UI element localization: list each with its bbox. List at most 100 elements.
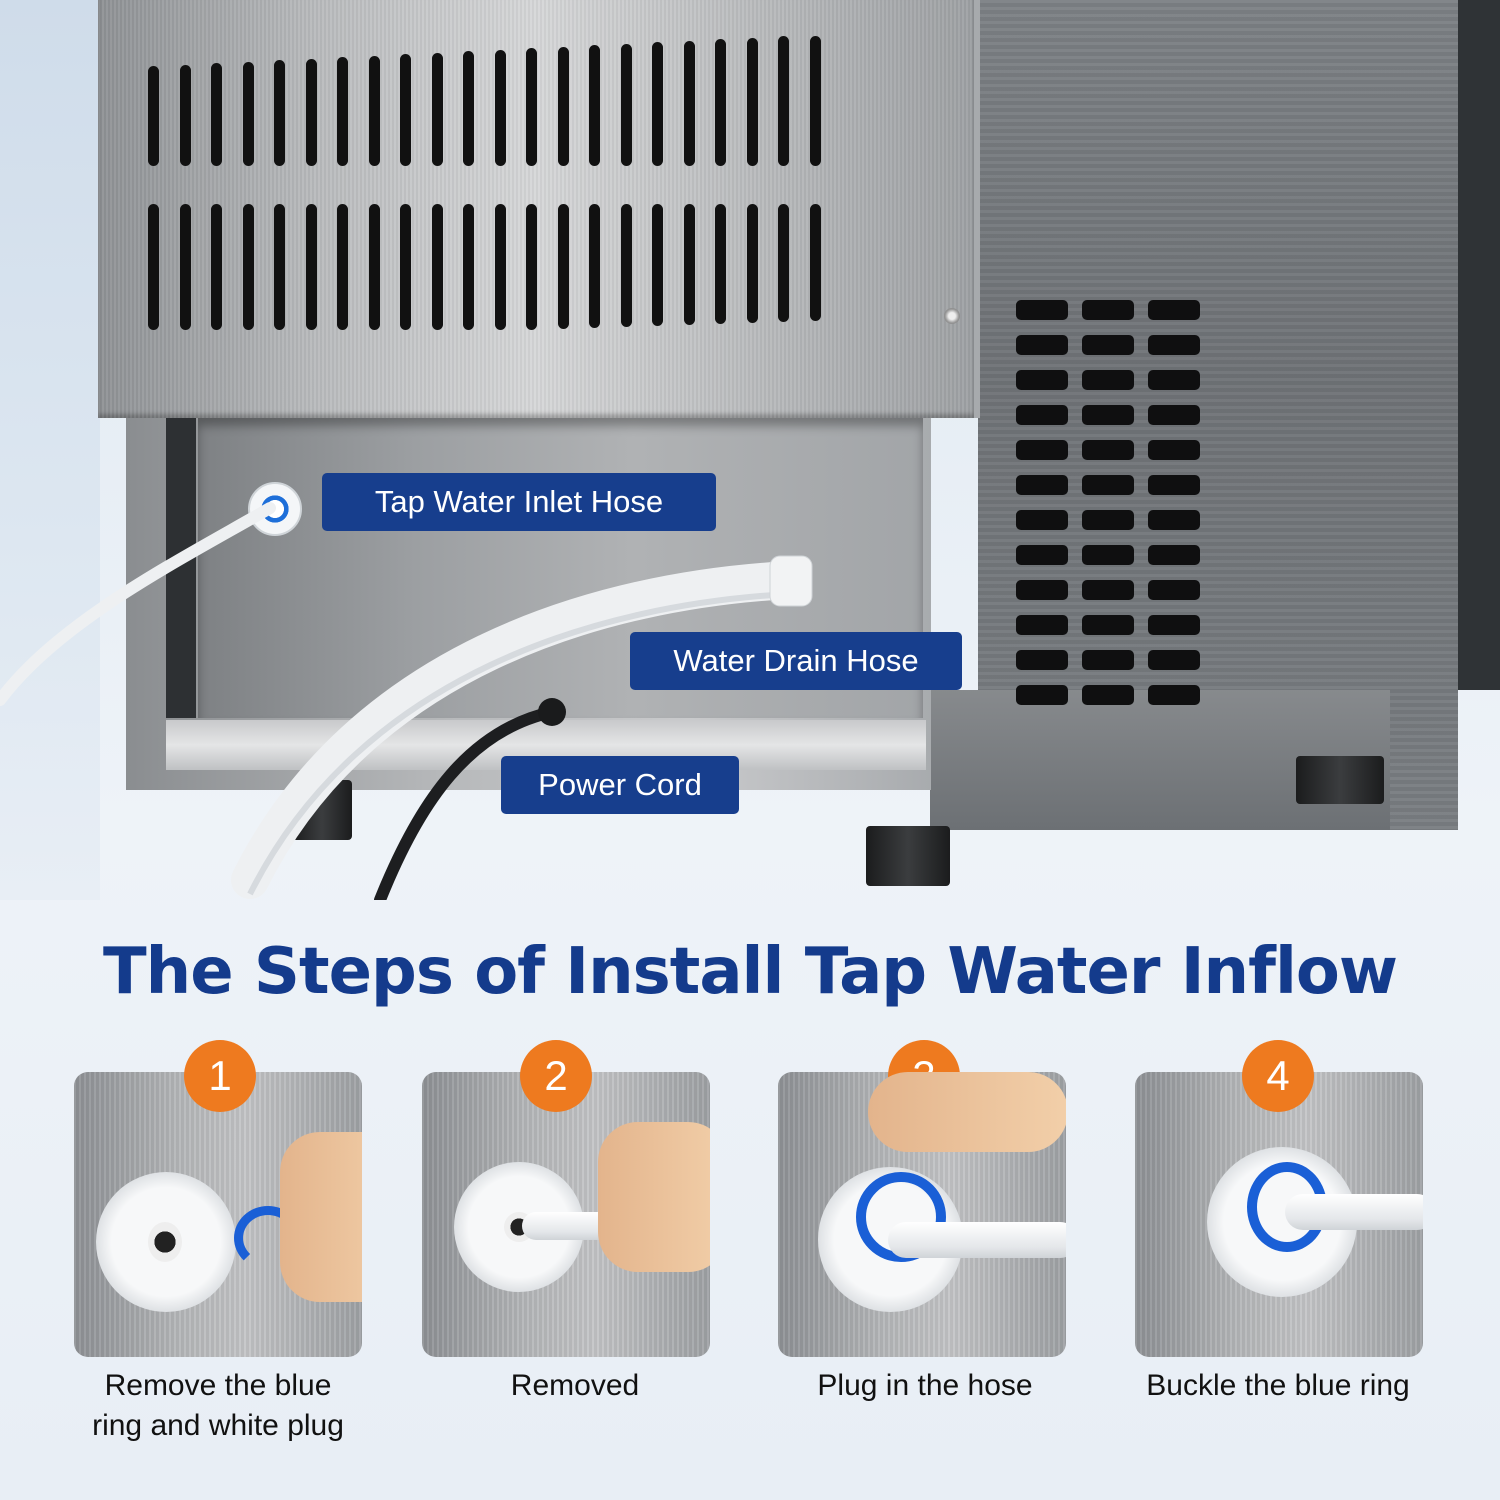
vent-slot xyxy=(557,204,569,329)
vent-slot xyxy=(274,60,285,166)
vent-slot xyxy=(179,204,191,330)
step-4-badge: 4 xyxy=(1242,1040,1314,1112)
step-2-badge: 2 xyxy=(520,1040,592,1112)
side-vent-slot xyxy=(1082,615,1134,635)
vent-slot xyxy=(620,43,632,166)
side-vent-slot xyxy=(1148,440,1200,460)
side-vent-slot xyxy=(1016,580,1068,600)
vent-slot xyxy=(368,204,380,330)
vent-slot xyxy=(431,204,443,330)
finger xyxy=(280,1132,362,1302)
step-1-caption-line2: ring and white plug xyxy=(92,1409,344,1442)
vent-slot xyxy=(368,55,380,166)
vent-slot xyxy=(400,204,411,330)
vent-slot xyxy=(746,37,758,166)
finger xyxy=(598,1122,710,1272)
step-1-caption: Remove the blue ring and white plug xyxy=(58,1366,378,1446)
side-vent-slot xyxy=(1148,615,1200,635)
label-power-cord: Power Cord xyxy=(501,756,739,814)
label-tap-water-inlet-hose: Tap Water Inlet Hose xyxy=(322,473,716,531)
vent-slot xyxy=(463,204,474,330)
step-3-caption: Plug in the hose xyxy=(817,1369,1033,1402)
side-vent-slot xyxy=(1082,580,1134,600)
vent-slot xyxy=(242,204,254,330)
page-title: The Steps of Install Tap Water Inflow xyxy=(103,935,1398,1009)
vent-grille xyxy=(148,36,828,336)
vent-slot xyxy=(211,63,222,166)
vent-slot xyxy=(494,204,506,330)
fitting-opening xyxy=(148,1222,182,1262)
step-3-image xyxy=(778,1072,1066,1357)
hoses-and-cord xyxy=(0,502,813,900)
step-2-caption: Removed xyxy=(510,1369,640,1402)
side-vent-slot xyxy=(1148,300,1200,320)
vent-slot xyxy=(337,57,348,166)
side-edge xyxy=(1458,0,1500,690)
side-vent-slot xyxy=(1016,370,1068,390)
side-vent-slot xyxy=(1082,335,1134,355)
finger xyxy=(868,1072,1066,1152)
vent-slot xyxy=(400,54,411,166)
vent-slot xyxy=(305,204,317,330)
vent-slot xyxy=(589,45,600,166)
side-vent-slot xyxy=(1082,545,1134,565)
side-vent-slot xyxy=(1016,545,1068,565)
side-vent-slot xyxy=(1148,335,1200,355)
step-1-caption-line1: Remove the blue xyxy=(104,1369,332,1402)
side-vent-slot xyxy=(1082,440,1134,460)
side-vent-slot xyxy=(1148,510,1200,530)
hose xyxy=(1285,1194,1423,1230)
vent-slot xyxy=(652,42,663,166)
side-vent-slot xyxy=(1082,405,1134,425)
side-vent-slot xyxy=(1016,685,1068,705)
vent-slot xyxy=(148,66,159,166)
side-vent-slot xyxy=(1082,650,1134,670)
side-vent-slot xyxy=(1082,510,1134,530)
vent-slot xyxy=(683,40,695,166)
step-4-image xyxy=(1135,1072,1423,1357)
foot xyxy=(866,826,950,886)
side-vent-slot xyxy=(1016,615,1068,635)
side-vent-slot xyxy=(1016,510,1068,530)
side-vent-slot xyxy=(1082,300,1134,320)
side-vent-slot xyxy=(1016,300,1068,320)
vent-slot xyxy=(715,39,726,166)
vent-slot xyxy=(526,48,537,166)
foot xyxy=(1296,756,1384,804)
side-vent-slot xyxy=(1016,650,1068,670)
side-vent-slot xyxy=(1148,405,1200,425)
side-vent-slot xyxy=(1016,335,1068,355)
vent-slot xyxy=(337,204,348,330)
side-vent-slot xyxy=(1016,475,1068,495)
vent-slot xyxy=(809,36,821,166)
vent-slot xyxy=(589,204,600,328)
vent-slot xyxy=(809,204,821,321)
side-vent-slot xyxy=(1148,580,1200,600)
side-vent-slot xyxy=(1082,370,1134,390)
vent-slot xyxy=(242,61,254,166)
vent-slot xyxy=(526,204,537,330)
vent-slot xyxy=(620,204,632,327)
side-vent-slot xyxy=(1082,685,1134,705)
vent-slot xyxy=(683,204,695,325)
vent-slot xyxy=(652,204,663,326)
background xyxy=(0,0,100,900)
side-vent-slot xyxy=(1148,370,1200,390)
vent-slot xyxy=(746,204,758,323)
vent-slot xyxy=(715,204,726,324)
vent-slot xyxy=(494,49,506,166)
side-vent-slot xyxy=(1016,440,1068,460)
label-water-drain-hose: Water Drain Hose xyxy=(630,632,962,690)
step-1-image xyxy=(74,1072,362,1357)
product-photo: Tap Water Inlet Hose Water Drain Hose Po… xyxy=(0,0,1500,900)
side-vent-slot xyxy=(1148,650,1200,670)
step-1-badge: 1 xyxy=(184,1040,256,1112)
screw-icon xyxy=(944,308,960,324)
side-vent-slot xyxy=(1148,475,1200,495)
vent-slot xyxy=(778,36,789,166)
vent-slot xyxy=(179,64,191,166)
hose xyxy=(888,1222,1066,1258)
vent-slot xyxy=(778,204,789,322)
step-2-image xyxy=(422,1072,710,1357)
vent-slot xyxy=(148,204,159,330)
